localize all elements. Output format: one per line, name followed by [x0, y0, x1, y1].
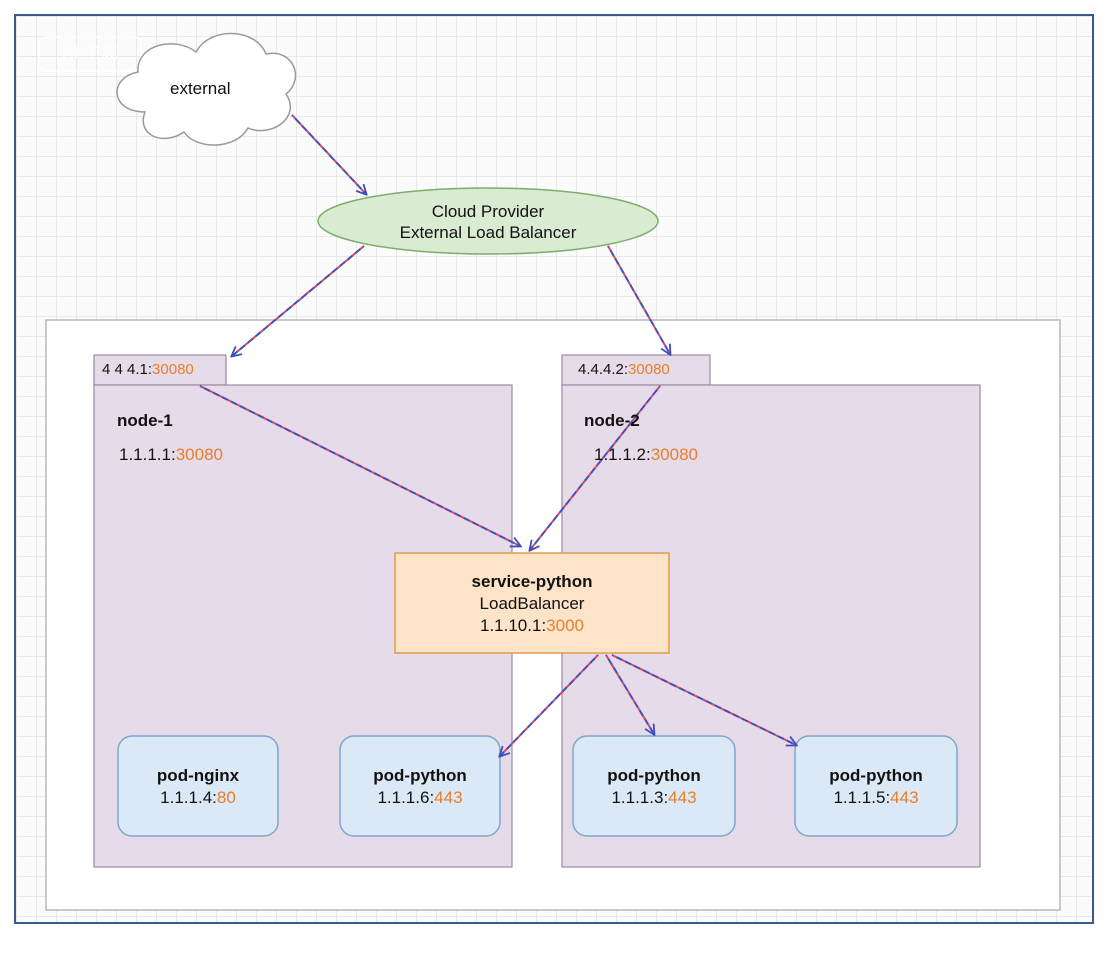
pod-endpoint: 1.1.1.5:443: [795, 787, 957, 809]
node2-internal-endpoint: 1.1.1.2:30080: [594, 445, 698, 465]
pod-ip: 1.1.1.3:: [611, 788, 669, 807]
pod-endpoint: 1.1.1.4:80: [118, 787, 278, 809]
node2-internal-ip: 1.1.1.2:: [594, 445, 651, 464]
service-ip: 1.1.10.1:: [480, 616, 547, 635]
service-port: 3000: [546, 616, 584, 635]
pod-port: 443: [668, 788, 697, 807]
pod-port: 443: [890, 788, 919, 807]
pod-label-python-3: pod-python 1.1.1.5:443: [795, 765, 957, 809]
service-name: service-python: [471, 572, 593, 591]
ai-watermark: AI 生成: [38, 36, 142, 72]
pod-endpoint: 1.1.1.6:443: [340, 787, 500, 809]
service-type: LoadBalancer: [479, 594, 585, 613]
pod-box-python-3: [794, 735, 958, 837]
pod-name: pod-python: [607, 766, 701, 785]
pod-ip: 1.1.1.4:: [160, 788, 217, 807]
external-label: external: [170, 79, 231, 98]
node1-public-port: 30080: [152, 361, 194, 378]
pod-label-nginx: pod-nginx 1.1.1.4:80: [118, 765, 278, 809]
cloud-lb-label: Cloud Provider External Load Balancer: [388, 201, 588, 243]
pod-label-python-2: pod-python 1.1.1.3:443: [573, 765, 735, 809]
node1-name: node-1: [117, 411, 173, 430]
arrow-node2-to-service: [530, 385, 661, 550]
node1-public-ip: 4 4 4.1:: [102, 361, 153, 378]
node2-public-ip: 4.4.4.2:: [578, 361, 629, 378]
cloud-lb-line2: External Load Balancer: [399, 223, 577, 242]
arrow-service-to-pod-python-1: [500, 654, 599, 756]
node1-internal-ip: 1.1.1.1:: [119, 445, 176, 464]
pod-name: pod-nginx: [156, 766, 240, 785]
service-endpoint: 1.1.10.1:3000: [395, 615, 669, 637]
arrow-service-to-pod-python-3: [611, 654, 796, 745]
pod-port: 80: [216, 788, 236, 807]
pod-ip: 1.1.1.5:: [833, 788, 891, 807]
service-box: [394, 552, 670, 654]
pod-label-python-1: pod-python 1.1.1.6:443: [340, 765, 500, 809]
pod-box-nginx: [117, 735, 279, 837]
node1-ip-tab: [93, 354, 227, 386]
pod-name: pod-python: [373, 766, 467, 785]
arrow-service-to-pod-python-2: [605, 654, 654, 734]
node2-ip-tab: [561, 354, 711, 386]
node2-public-endpoint: 4.4.4.2:30080: [578, 361, 670, 378]
node1-internal-endpoint: 1.1.1.1:30080: [119, 445, 223, 465]
node1-internal-port: 30080: [175, 445, 223, 464]
pod-ip: 1.1.1.6:: [377, 788, 435, 807]
external-cloud-shape: [116, 32, 297, 146]
pod-port: 443: [434, 788, 463, 807]
arrow-node1-to-service: [199, 385, 520, 546]
arrow-lb-to-node2: [607, 245, 670, 354]
node2-public-port: 30080: [628, 361, 670, 378]
pod-name: pod-python: [829, 766, 923, 785]
node2-internal-port: 30080: [650, 445, 698, 464]
service-label: service-python LoadBalancer 1.1.10.1:300…: [395, 571, 669, 637]
cloud-lb-ellipse: [317, 187, 659, 255]
arrow-lb-to-node1: [232, 245, 365, 356]
node1-public-endpoint: 4 4 4.1:30080: [102, 361, 194, 378]
node2-name: node-2: [584, 411, 640, 430]
cloud-lb-line1: Cloud Provider: [431, 202, 545, 221]
arrow-external-to-lb: [291, 114, 366, 194]
pod-endpoint: 1.1.1.3:443: [573, 787, 735, 809]
pod-box-python-1: [339, 735, 501, 837]
